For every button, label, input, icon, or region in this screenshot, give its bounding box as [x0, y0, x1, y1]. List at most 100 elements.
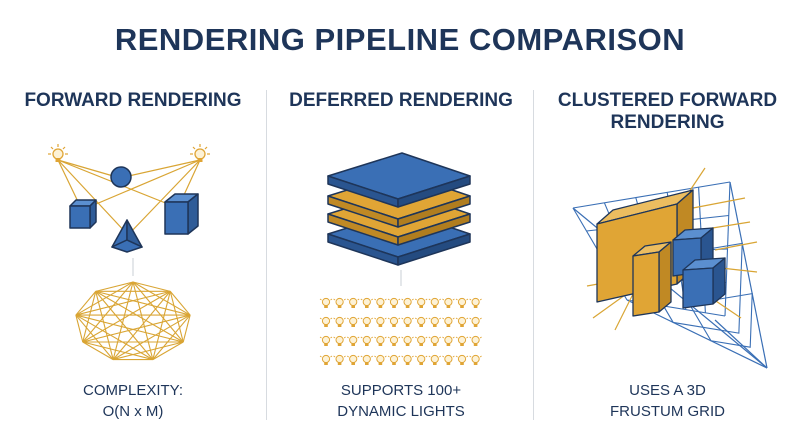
graph-edge — [132, 281, 191, 316]
heading-line: RENDERING — [610, 112, 725, 133]
box-object — [164, 193, 199, 235]
graph-edge — [182, 314, 191, 343]
forward-rendering-panel: FORWARD RENDERING — [0, 90, 266, 435]
lightbulb-icon — [442, 316, 455, 327]
clustered-forward-heading: CLUSTERED FORWARD RENDERING — [535, 90, 800, 134]
forward-rendering-illustration — [48, 144, 210, 361]
lightbulb-icon — [346, 354, 360, 365]
graph-edge — [75, 290, 171, 316]
lightbulb-icon — [360, 354, 374, 365]
dynamic-lights-grid — [319, 297, 482, 365]
lightbulb-icon — [428, 354, 442, 365]
graph-edge — [169, 291, 191, 316]
graph-edge — [95, 291, 114, 360]
graph-edge — [75, 314, 114, 360]
graph-edge — [112, 291, 171, 360]
forward-rendering-caption: COMPLEXITY: O(N x M) — [0, 380, 266, 422]
pyramid-object — [111, 219, 143, 253]
graph-edge — [95, 290, 184, 343]
graph-edge — [152, 291, 171, 360]
graph-edge — [75, 281, 134, 316]
lightbulb-icon — [387, 297, 401, 308]
buffer-layer — [327, 152, 471, 208]
lightbulb-icon — [428, 316, 442, 327]
grid-line — [572, 181, 731, 209]
lightbulb-icon — [48, 144, 68, 162]
lightbulb-icon — [428, 297, 442, 308]
lightbulb-icon — [333, 316, 346, 327]
caption-line: USES A 3D — [629, 382, 706, 399]
graph-edge — [82, 341, 114, 361]
lightbulb-icon — [319, 335, 333, 346]
graph-edge — [95, 281, 134, 292]
lightbulb-icon — [401, 297, 414, 308]
graph-edge — [75, 314, 84, 343]
lightbulb-icon — [333, 354, 346, 365]
lightbulb-icon — [401, 335, 414, 346]
lightbulb-icon — [374, 335, 387, 346]
graph-edge — [169, 291, 184, 343]
lightbulb-icon — [442, 335, 455, 346]
lightbulb-icon — [414, 335, 428, 346]
lightbulb-icon — [455, 354, 469, 365]
lightbulb-icon — [455, 297, 469, 308]
lightbulb-icon — [333, 297, 346, 308]
graph-edge — [75, 291, 97, 316]
lightbulb-icon — [360, 297, 374, 308]
caption-line: SUPPORTS 100+ — [340, 382, 462, 399]
lightbulb-icon — [455, 335, 469, 346]
lightbulb-icon — [190, 144, 210, 162]
deferred-rendering-panel: DEFERRED RENDERING — [268, 90, 534, 435]
graph-edge — [113, 341, 184, 361]
lightbulb-icon — [428, 335, 442, 346]
column-divider — [266, 90, 267, 420]
graph-edge — [95, 291, 154, 360]
lightbulb-icon — [401, 316, 414, 327]
lightbulb-icon — [469, 354, 482, 365]
lightbulb-icon — [387, 335, 401, 346]
graph-edge — [132, 281, 154, 360]
graph-edge — [82, 341, 153, 361]
forward-rendering-heading: FORWARD RENDERING — [0, 90, 266, 112]
lightbulb-icon — [319, 316, 333, 327]
graph-edge — [152, 314, 191, 360]
lightbulb-icon — [414, 316, 428, 327]
caption-line: FRUSTUM GRID — [610, 403, 725, 420]
lightbulb-icon — [374, 316, 387, 327]
caption-line: O(N x M) — [102, 403, 164, 420]
graph-edge — [82, 281, 134, 343]
caption-line: DYNAMIC LIGHTS — [337, 403, 465, 420]
graph-edge — [75, 314, 184, 343]
lightbulb-icon — [319, 354, 333, 365]
lightbulb-icon — [469, 297, 482, 308]
deferred-rendering-illustration — [319, 152, 482, 365]
lightbulb-icon — [387, 354, 401, 365]
light-object-graph — [75, 281, 191, 361]
graph-edge — [95, 290, 191, 316]
heading-line: CLUSTERED FORWARD — [557, 90, 778, 111]
lightbulb-icon — [346, 316, 360, 327]
lightbulb-icon — [414, 354, 428, 365]
lightbulb-icon — [387, 316, 401, 327]
lightbulb-icon — [346, 297, 360, 308]
graph-edge — [82, 290, 171, 343]
lightbulb-icon — [346, 335, 360, 346]
lightbulb-icon — [319, 297, 333, 308]
graph-edge — [82, 314, 191, 343]
g-buffer-stack — [327, 152, 471, 266]
graph-edge — [152, 341, 184, 361]
lightbulb-icon — [469, 335, 482, 346]
cube-object — [69, 199, 97, 229]
caption-line: COMPLEXITY: — [82, 382, 184, 399]
graph-edge — [112, 281, 134, 360]
lightbulb-icon — [374, 297, 387, 308]
lightbulb-icon — [401, 354, 414, 365]
lightbulb-icon — [442, 354, 455, 365]
clustered-forward-caption: USES A 3D FRUSTUM GRID — [535, 380, 800, 422]
lightbulb-icon — [360, 335, 374, 346]
lightbulb-icon — [414, 297, 428, 308]
lightbulb-icon — [469, 316, 482, 327]
lightbulb-icon — [360, 316, 374, 327]
lightbulb-icon — [455, 316, 469, 327]
lightbulb-icon — [374, 354, 387, 365]
